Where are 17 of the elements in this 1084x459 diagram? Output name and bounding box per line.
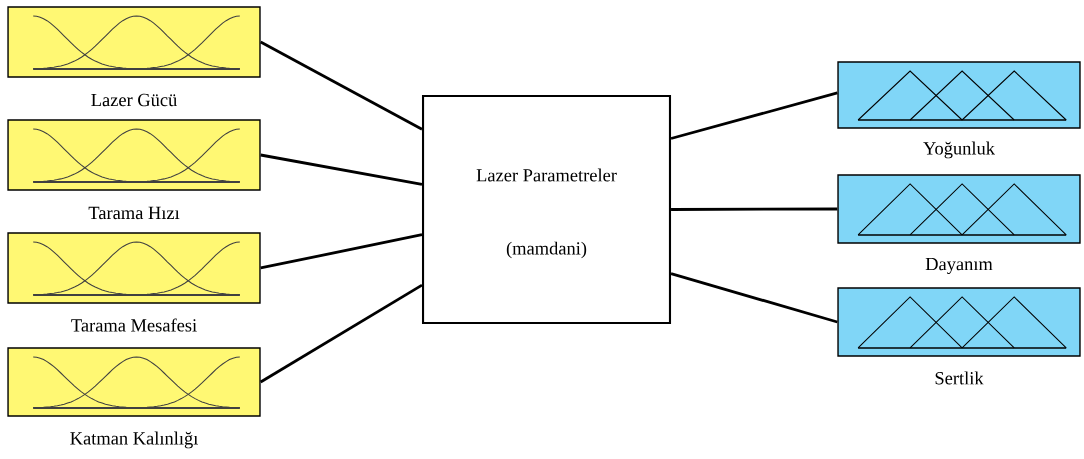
- box-label: Yoğunluk: [923, 141, 995, 159]
- connector-line: [259, 283, 423, 384]
- box-label: Katman Kalınlığı: [70, 431, 198, 449]
- box-label: Sertlik: [935, 371, 984, 385]
- box-label: Tarama Mesafesi: [71, 318, 197, 332]
- box-label: Tarama Hızı: [88, 206, 180, 220]
- box-text: (mamdani): [506, 241, 587, 259]
- box-text: Lazer Parametreler: [476, 168, 617, 182]
- connector-line: [671, 207, 838, 211]
- connector-line: [260, 40, 423, 131]
- connector-line: [670, 91, 838, 140]
- box-label: Dayanım: [925, 257, 993, 274]
- connector-line: [670, 272, 838, 324]
- connector-line: [260, 153, 423, 186]
- connector-line: [260, 233, 423, 270]
- box-label: Lazer Gücü: [91, 93, 177, 107]
- system-box: [421, 94, 672, 325]
